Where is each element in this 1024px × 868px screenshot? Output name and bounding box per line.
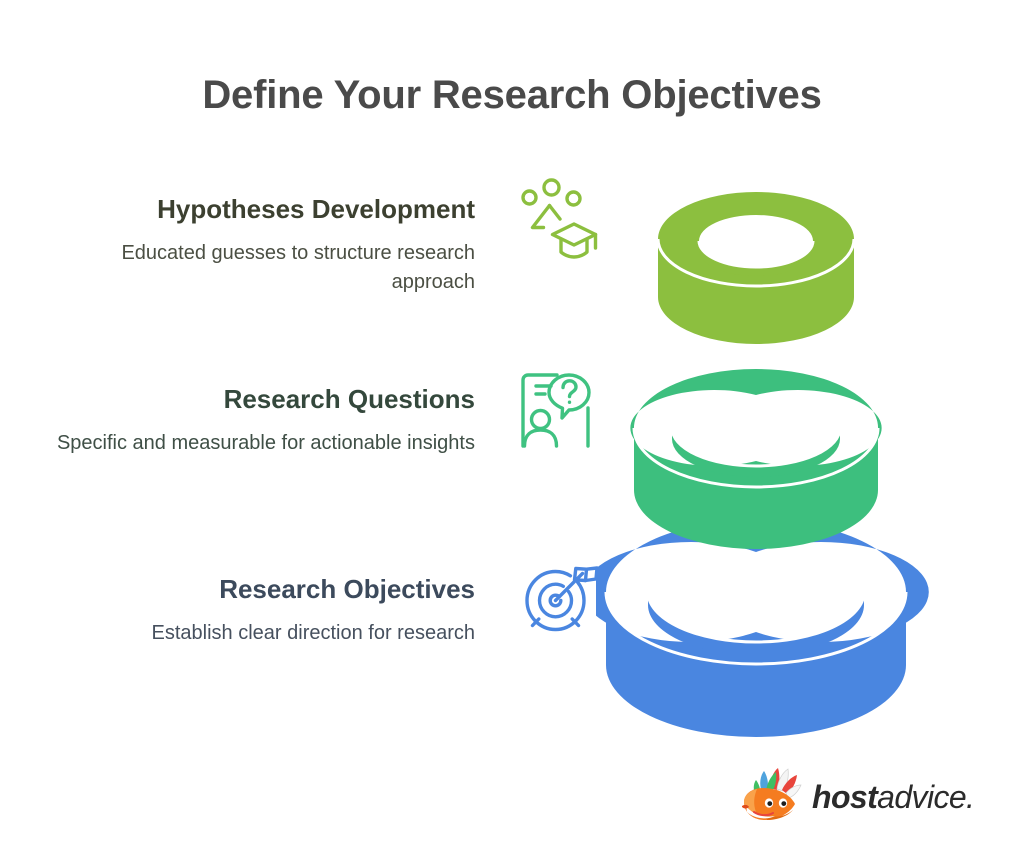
step-text-block: Research Objectives Establish clear dire… [45,574,475,648]
middle-ring [630,369,882,549]
step-description: Educated guesses to structure research a… [121,241,475,293]
top-ring [656,192,856,344]
brand-name-light: advice. [877,779,975,815]
step-heading: Hypotheses Development [157,194,475,224]
graduation-cap-idea-icon [510,172,602,264]
stacked-rings-graphic [596,160,1016,760]
step-description: Specific and measurable for actionable i… [56,431,475,454]
fox-mascot-icon [742,768,802,820]
brand-name-bold: host [812,779,878,815]
person-question-board-icon [510,362,602,454]
step-row-research-questions: Research Questions Specific and measurab… [0,362,620,454]
bottom-ring [596,520,929,737]
step-text-block: Hypotheses Development Educated guesses … [45,194,475,297]
page-title: Define Your Research Objectives [202,73,822,117]
step-text-block: Research Questions Specific and measurab… [45,384,475,458]
target-arrow-icon [510,555,602,647]
step-row-research-objectives: Research Objectives Establish clear dire… [0,552,620,644]
brand-wordmark: hostadvice. [812,779,975,815]
step-description: Establish clear direction for research [151,621,475,644]
step-heading: Research Objectives [219,574,475,604]
brand-logo[interactable]: hostadvice. [740,764,975,826]
step-row-hypotheses-development: Hypotheses Development Educated guesses … [0,172,620,293]
step-heading: Research Questions [223,384,475,414]
